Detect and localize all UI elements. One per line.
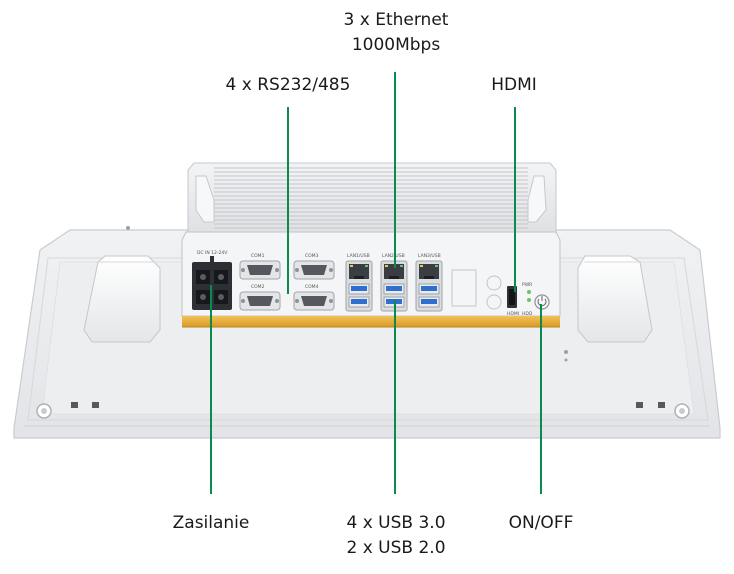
usb-callout-line2: 2 x USB 2.0	[346, 538, 446, 558]
lan2-label: LAN2/USB	[382, 253, 405, 259]
lan1-label: LAN1/USB	[347, 253, 370, 259]
power-callout: Zasilanie	[172, 513, 250, 533]
usb-callout-line1: 4 x USB 3.0	[346, 513, 446, 533]
ethernet-callout-line1: 3 x Ethernet	[343, 10, 449, 30]
usb-port	[348, 283, 370, 295]
left-mounting-bracket	[83, 255, 161, 343]
ethernet-port	[349, 264, 369, 279]
hdd-led-label: HDD	[522, 311, 533, 317]
com3-port	[293, 260, 335, 280]
ethernet-callout: 3 x Ethernet 1000Mbps	[316, 8, 476, 58]
lan-usb-stack-3	[415, 260, 443, 312]
hdmi-callout: HDMI	[491, 75, 537, 95]
heatsink	[187, 162, 557, 233]
blank-plate	[451, 269, 477, 307]
pwr-led	[527, 290, 531, 294]
antenna-hole	[486, 275, 502, 291]
com2-label: COM2	[251, 284, 265, 290]
lan-usb-stack-1	[345, 260, 373, 312]
usb-port	[383, 283, 405, 295]
com1-label: COM1	[251, 253, 265, 259]
com4-label: COM4	[305, 284, 319, 290]
antenna-hole	[486, 294, 502, 310]
com4-port	[293, 291, 335, 311]
com1-port	[239, 260, 281, 280]
hdmi-port-label: HDMI	[507, 311, 519, 317]
lan3-label: LAN3/USB	[418, 253, 441, 259]
hdd-led	[527, 298, 531, 302]
ethernet-port	[384, 264, 404, 279]
com-ports: COM1 COM2 COM3 COM4	[239, 253, 335, 311]
rs232-callout: 4 x RS232/485	[225, 75, 351, 95]
com3-label: COM3	[305, 253, 319, 259]
dc-in-label: DC IN 12-24V	[197, 250, 228, 256]
right-mounting-bracket	[577, 255, 653, 343]
usb-port	[418, 296, 440, 308]
onoff-callout: ON/OFF	[508, 513, 574, 533]
pwr-led-label: PWR	[522, 282, 532, 288]
usb-port	[418, 283, 440, 295]
lan-usb-stacks: LAN1/USB LAN2/USB LAN3/USB	[345, 253, 443, 312]
ethernet-callout-line2: 1000Mbps	[351, 35, 441, 55]
io-panel: DC IN 12-24V COM1 COM2 COM3 COM4	[181, 231, 561, 328]
ethernet-port	[419, 264, 439, 279]
usb-callout: 4 x USB 3.0 2 x USB 2.0	[316, 511, 476, 561]
usb-port	[348, 296, 370, 308]
com2-port	[239, 291, 281, 311]
